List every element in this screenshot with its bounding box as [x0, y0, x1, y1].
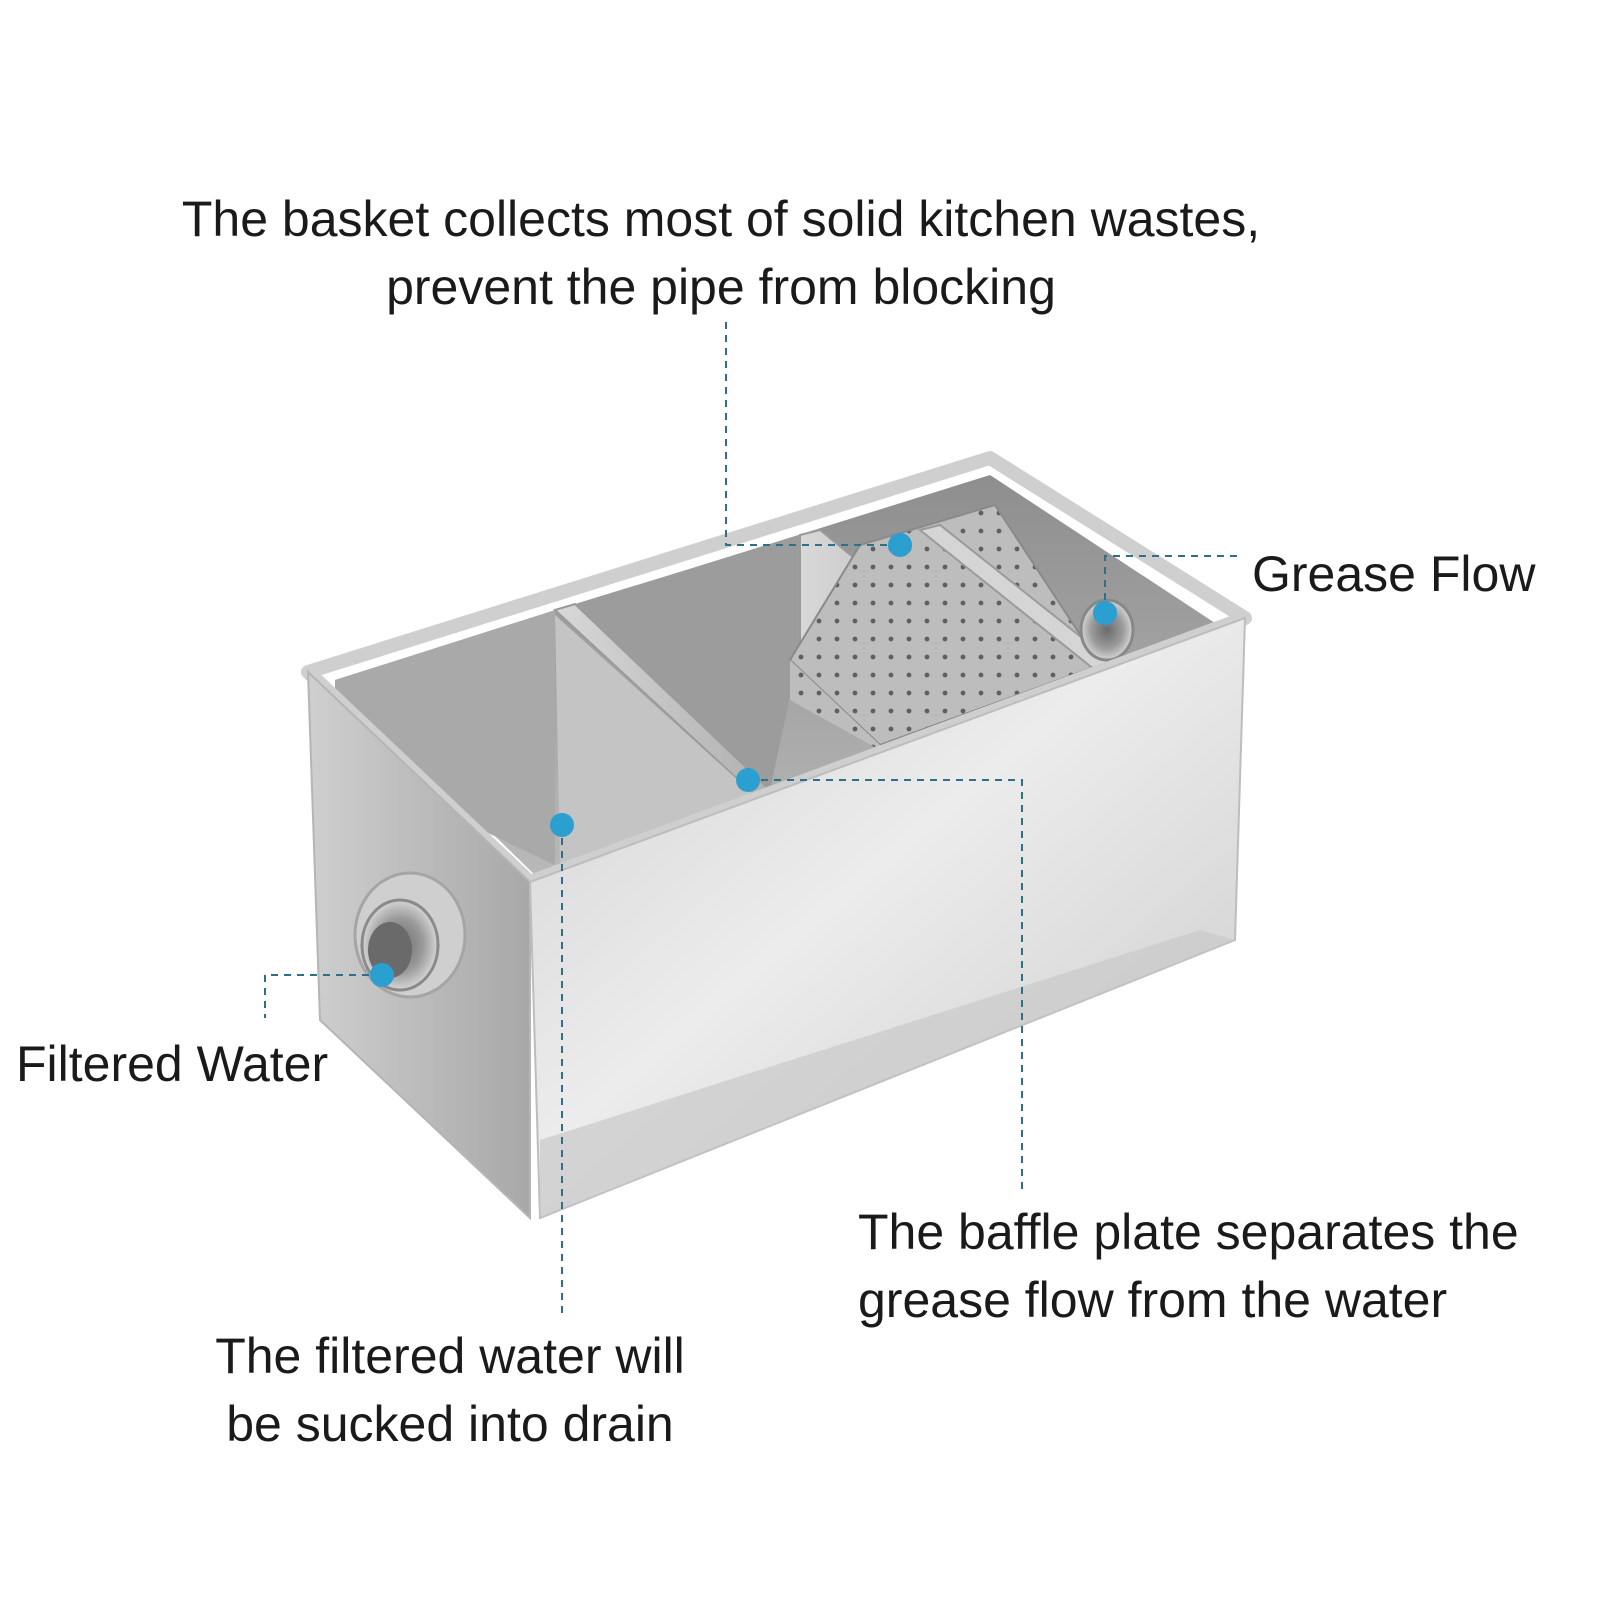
- basket-dot: [888, 533, 912, 557]
- front-face-shadow: [540, 930, 1235, 1218]
- callout-dots: [370, 533, 1117, 987]
- chamber-two-back-wall: [575, 535, 800, 790]
- baffle-leader: [748, 779, 1023, 1195]
- grease-flow-label: Grease Flow: [1252, 546, 1536, 602]
- grease-flow-dot: [1093, 601, 1117, 625]
- filtered-water-dot: [370, 963, 394, 987]
- perforated-basket-wall: [790, 660, 880, 750]
- drain-callout-line2: be sucked into drain: [226, 1396, 674, 1452]
- drain-callout-text: The filtered water will be sucked into d…: [150, 1322, 750, 1458]
- grease-flow-leader: [1104, 555, 1240, 613]
- baffle-callout-text: The baffle plate separates the grease fl…: [858, 1198, 1519, 1334]
- chamber-one-back-wall: [335, 610, 555, 865]
- basket-leader: [725, 322, 900, 546]
- baffle-plate-one-face: [555, 615, 760, 865]
- basket-callout-line1: The basket collects most of solid kitche…: [181, 191, 1261, 247]
- basket-callout-text: The basket collects most of solid kitche…: [0, 185, 1442, 321]
- filtered-water-leader: [264, 974, 382, 1018]
- baffle-dot: [736, 768, 760, 792]
- filtered-water-label: Filtered Water: [16, 1036, 329, 1092]
- baffle-callout-line1: The baffle plate separates the: [858, 1204, 1519, 1260]
- drain-callout-line1: The filtered water will: [215, 1328, 685, 1384]
- baffle-callout-line2: grease flow from the water: [858, 1272, 1448, 1328]
- leader-lines: [264, 322, 1240, 1318]
- basket-callout-line2: prevent the pipe from blocking: [386, 259, 1056, 315]
- drain-dot: [550, 813, 574, 837]
